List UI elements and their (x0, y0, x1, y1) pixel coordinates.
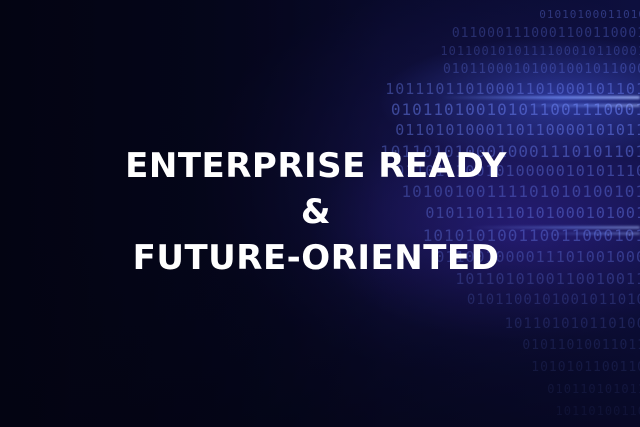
binary-row: 01011000101001001011000 (442, 62, 640, 77)
binary-row: 0101100101001011010 (466, 292, 640, 308)
headline-line-3: FUTURE-ORIENTED (132, 238, 500, 278)
binary-row: 01011010011011 (522, 338, 640, 353)
binary-row: 010110101011 (547, 382, 640, 396)
binary-row: 10110100110 (555, 404, 640, 418)
binary-row: 0110001110001100110001 (451, 26, 640, 41)
binary-row: 10111011010001101000101101 (385, 80, 640, 98)
binary-row: 0110101000110110000101011 (395, 121, 640, 139)
headline-ampersand: & (300, 192, 332, 232)
binary-row: 101101010110100 (504, 316, 640, 332)
headline: ENTERPRISE READY & FUTURE-ORIENTED (0, 143, 632, 281)
binary-row: 1011001010111100010110001 (440, 44, 640, 58)
light-streak (440, 96, 640, 99)
binary-row: 1010101100110 (531, 360, 640, 375)
light-streak (520, 104, 640, 107)
binary-row: 010110100101011001110001 (390, 100, 640, 119)
headline-line-1: ENTERPRISE READY (125, 146, 507, 186)
binary-row: 01010100011010 (539, 8, 640, 21)
